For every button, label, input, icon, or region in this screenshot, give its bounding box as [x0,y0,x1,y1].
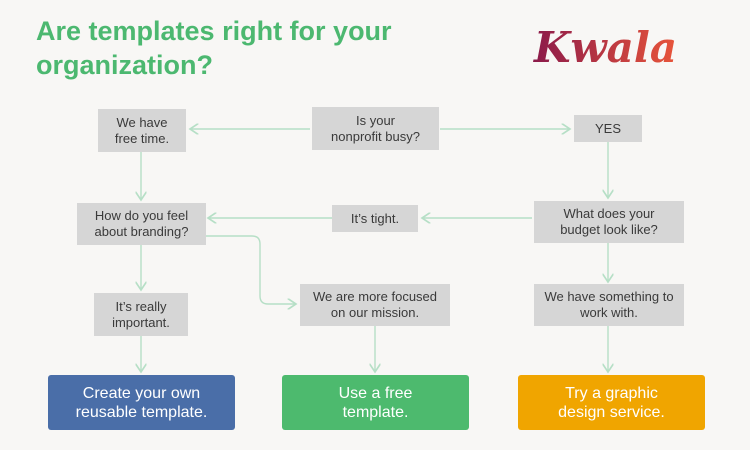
outcome-free-template: Use a free template. [282,375,469,430]
logo-wordmark: Kwala [533,23,677,72]
node-yes: YES [574,115,642,142]
node-tight: It’s tight. [332,205,418,232]
node-free-time: We have free time. [98,109,186,152]
node-really-important: It’s really important. [94,293,188,336]
kwala-logo: Kwala [533,23,677,72]
outcome-create-template: Create your own reusable template. [48,375,235,430]
node-branding: How do you feel about branding? [77,203,206,245]
arrow-branding-to-mission [206,235,296,304]
node-nonprofit-busy: Is your nonprofit busy? [312,107,439,150]
node-something-to-work-with: We have something to work with. [534,284,684,326]
page-title: Are templates right for your organizatio… [36,16,392,80]
outcome-design-service: Try a graphic design service. [518,375,705,430]
node-budget: What does your budget look like? [534,201,684,243]
node-mission: We are more focused on our mission. [300,284,450,326]
